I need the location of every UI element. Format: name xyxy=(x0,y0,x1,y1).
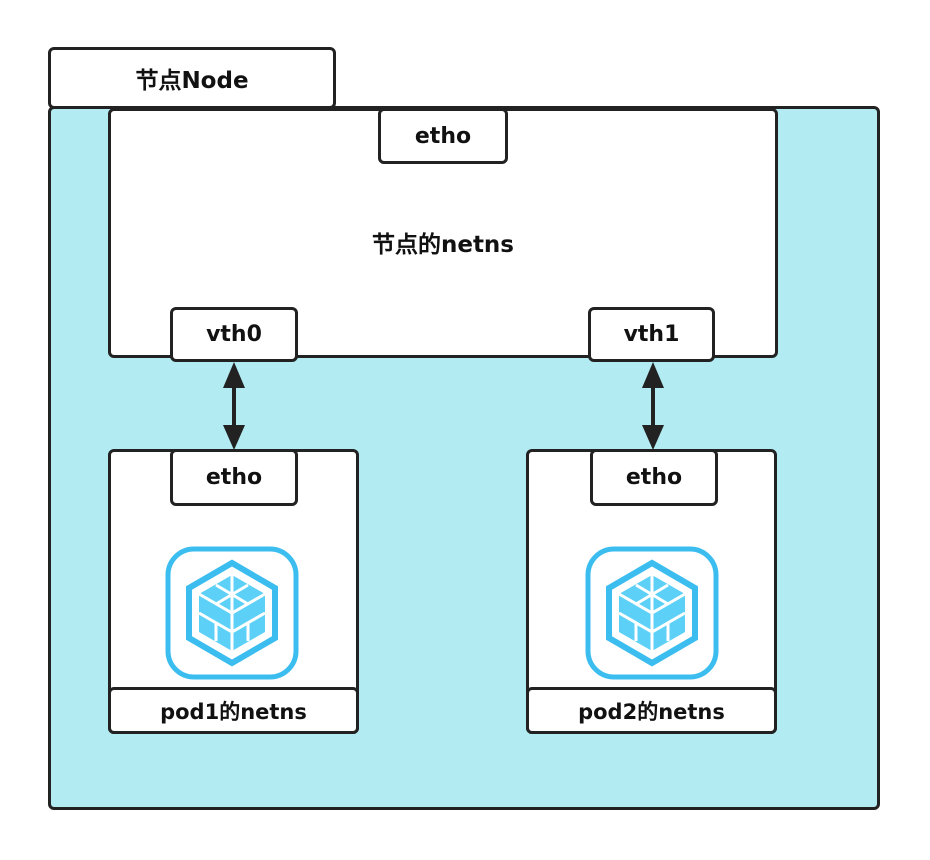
pod-cube-icon xyxy=(165,546,299,680)
pod1-netns-label: pod1的netns xyxy=(108,687,359,734)
pod1-eth-interface: etho xyxy=(170,449,298,506)
arrow-vth1-pod2 xyxy=(642,362,664,450)
host-eth-interface: etho xyxy=(378,108,508,164)
pod2-eth-interface: etho xyxy=(590,449,718,506)
veth1-interface: vth1 xyxy=(588,307,715,362)
pod-cube-icon xyxy=(585,546,719,680)
pod2-netns-label: pod2的netns xyxy=(526,687,777,734)
host-netns-title: 节点的netns xyxy=(371,232,515,258)
node-title-tab: 节点Node xyxy=(48,47,336,109)
veth0-interface: vth0 xyxy=(170,307,298,362)
arrow-vth0-pod1 xyxy=(223,362,245,450)
